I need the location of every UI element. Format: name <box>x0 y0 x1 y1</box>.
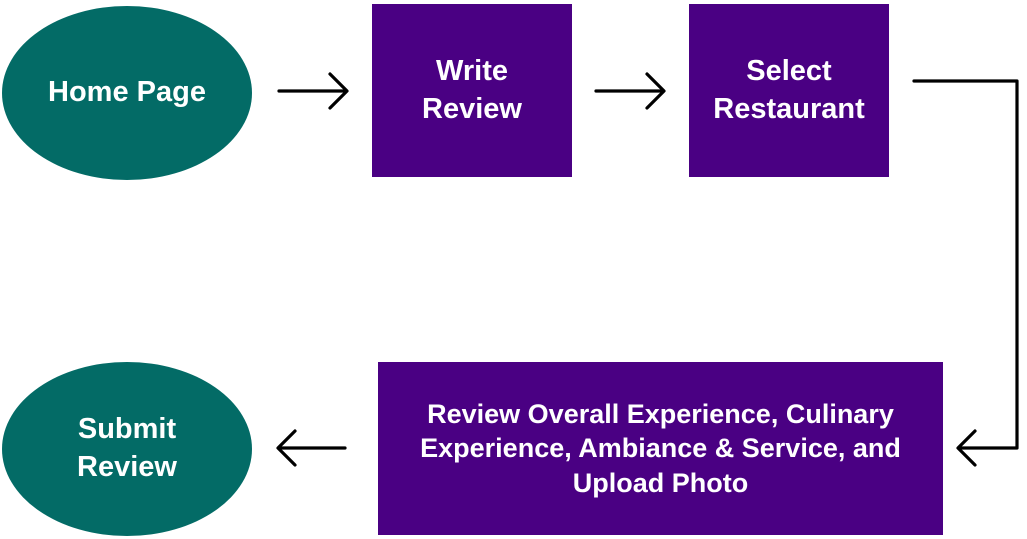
submit-review-node: Submit Review <box>2 362 252 536</box>
review-details-label: Review Overall Experience, Culinary Expe… <box>420 398 901 498</box>
submit-review-label: Submit Review <box>77 413 177 483</box>
write-review-node: Write Review <box>372 4 572 177</box>
review-details-node: Review Overall Experience, Culinary Expe… <box>378 362 943 535</box>
arrowhead-right-icon <box>645 72 666 110</box>
home-page-node: Home Page <box>2 6 252 180</box>
select-restaurant-node: Select Restaurant <box>689 4 889 177</box>
select-restaurant-label: Select Restaurant <box>713 54 865 125</box>
arrowhead-left-icon <box>276 429 297 467</box>
home-page-label: Home Page <box>48 76 206 109</box>
arrowhead-left-icon <box>956 429 977 467</box>
write-review-label: Write Review <box>422 54 522 125</box>
arrowhead-right-icon <box>328 72 349 110</box>
